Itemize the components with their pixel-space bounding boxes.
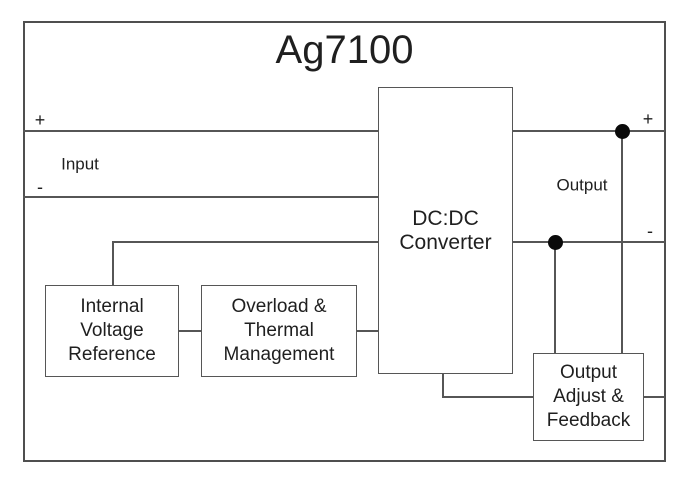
block-label-line: Management bbox=[223, 344, 335, 365]
input-minus-wire bbox=[23, 196, 378, 198]
block-label-line: Internal bbox=[80, 296, 144, 317]
input-minus-label: - bbox=[37, 177, 43, 197]
block-label-line: Feedback bbox=[546, 410, 631, 431]
block-label-line: Converter bbox=[399, 230, 492, 254]
reference-drop-wire bbox=[112, 241, 114, 286]
output-plus-wire bbox=[513, 130, 665, 132]
input-label: Input bbox=[61, 154, 99, 174]
output-adjust-feedback-block: Output Adjust & Feedback bbox=[533, 353, 644, 441]
output-minus-wire bbox=[513, 241, 665, 243]
oaf-to-boundary-wire bbox=[644, 396, 665, 398]
internal-voltage-reference-block: Internal Voltage Reference bbox=[45, 285, 179, 377]
block-label-line: Output bbox=[559, 362, 618, 383]
output-plus-feedback-wire bbox=[621, 130, 623, 353]
block-label-line: Overload & bbox=[231, 296, 327, 317]
input-plus-label: + bbox=[34, 110, 46, 130]
dcdc-bottom-drop-wire bbox=[442, 374, 444, 397]
block-label-line: Thermal bbox=[244, 320, 314, 341]
dcdc-to-oaf-wire bbox=[442, 396, 533, 398]
block-label-line: Voltage bbox=[80, 320, 144, 341]
module-boundary-box bbox=[23, 21, 666, 462]
ivr-to-otm-wire bbox=[179, 330, 202, 332]
output-plus-label: + bbox=[642, 109, 654, 129]
dcdc-converter-block: DC:DC Converter bbox=[378, 87, 513, 374]
block-label-line: DC:DC bbox=[412, 206, 479, 230]
output-label: Output bbox=[556, 175, 608, 195]
diagram-title: Ag7100 bbox=[275, 28, 414, 72]
input-plus-wire bbox=[23, 130, 378, 132]
block-label-line: Reference bbox=[68, 344, 156, 365]
output-minus-feedback-wire bbox=[554, 241, 556, 353]
output-plus-junction-dot bbox=[615, 124, 630, 139]
output-minus-label: - bbox=[647, 221, 653, 241]
overload-thermal-management-block: Overload & Thermal Management bbox=[201, 285, 357, 377]
otm-to-dcdc-wire bbox=[356, 330, 378, 332]
reference-control-wire bbox=[112, 241, 378, 243]
output-minus-junction-dot bbox=[548, 235, 563, 250]
block-label-line: Adjust & bbox=[553, 386, 624, 407]
